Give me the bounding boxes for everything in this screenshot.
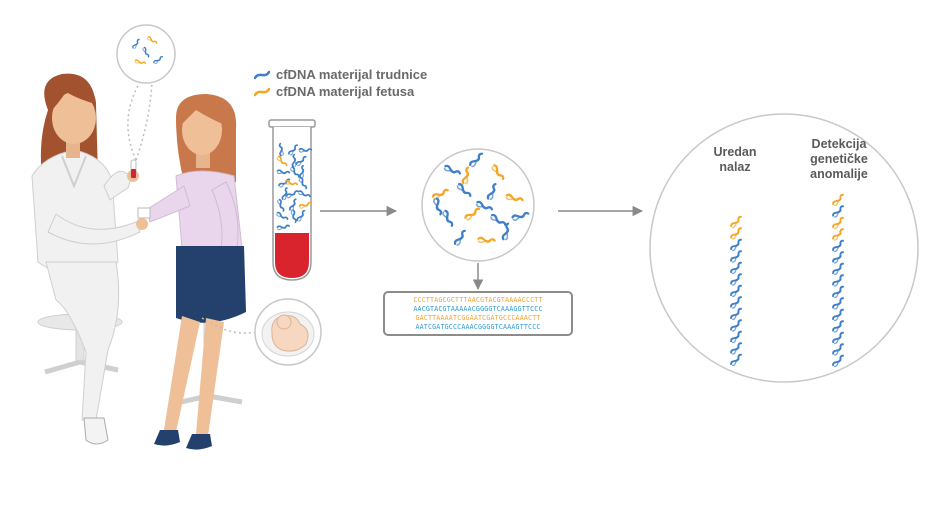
- maternal-dna-fragment: [276, 169, 291, 175]
- anomaly-result-column: [832, 193, 844, 367]
- legend-item-fetal: cfDNA materijal fetusa: [254, 83, 427, 100]
- fetus-bubble: [201, 298, 322, 366]
- maternal-dna-fragment: [832, 343, 844, 356]
- doctor-figure: [31, 73, 148, 445]
- maternal-dna-fragment: [730, 296, 742, 309]
- sequence-line-3: GACTTAAAATCGGAATCGATGCCCAAACTT: [415, 314, 541, 322]
- maternal-dna-fragment: [730, 238, 742, 251]
- normal-result-heading: Uredan nalaz: [713, 145, 757, 174]
- maternal-dna-fragment: [730, 353, 742, 366]
- maternal-dna-fragment: [442, 209, 454, 227]
- maternal-dna-fragment: [832, 285, 844, 298]
- fetal-dna-fragment: [730, 227, 742, 240]
- fetal-dna-fragment: [832, 228, 844, 241]
- fetal-dna-fragment: [832, 216, 844, 229]
- maternal-dna-fragment: [490, 213, 507, 226]
- maternal-dna-fragment: [832, 274, 844, 287]
- sequencing-readout: CCCTTAGCGCTTTAACGTACGTAAAACCCTT AACGTACG…: [383, 291, 573, 336]
- maternal-dna-fragment: [456, 183, 472, 198]
- maternal-dna-fragment: [730, 342, 742, 355]
- maternal-dna-fragment: [501, 222, 510, 241]
- test-tube: [268, 119, 316, 281]
- fetal-dna-fragment: [464, 207, 481, 221]
- maternal-dna-fragment: [290, 166, 300, 178]
- dna-fragment-orange-icon: [254, 87, 270, 96]
- normal-result-column: [730, 215, 742, 366]
- legend-label-maternal: cfDNA materijal trudnice: [276, 67, 428, 82]
- fetal-dna-fragment: [147, 36, 158, 44]
- maternal-dna-fragment: [132, 38, 140, 49]
- maternal-dna-fragment: [475, 200, 494, 211]
- maternal-dna-fragment: [832, 354, 844, 367]
- maternal-dna-fragment: [295, 155, 307, 167]
- maternal-dna-fragment: [832, 239, 844, 252]
- maternal-dna-fragment: [298, 147, 313, 153]
- maternal-dna-fragment: [453, 229, 466, 246]
- maternal-dna-fragment: [832, 251, 844, 264]
- maternal-dna-fragment: [730, 330, 742, 343]
- legend-item-maternal: cfDNA materijal trudnice: [254, 66, 427, 83]
- maternal-dna-fragment: [285, 190, 299, 199]
- maternal-dna-fragment: [832, 297, 844, 310]
- fetal-dna-fragment: [730, 215, 742, 228]
- maternal-dna-fragment: [832, 205, 844, 218]
- fetal-dna-fragment: [276, 155, 288, 167]
- cfdna-pool-circle: [421, 148, 535, 262]
- fetal-dna-fragment: [298, 201, 312, 209]
- maternal-dna-fragment: [276, 224, 291, 231]
- maternal-dna-fragment: [291, 153, 297, 168]
- maternal-dna-fragment: [153, 55, 164, 65]
- anomaly-result-heading: Detekcija genetičke anomalije: [810, 137, 868, 181]
- maternal-dna-fragment: [142, 46, 150, 58]
- maternal-dna-fragment: [832, 331, 844, 344]
- maternal-dna-fragment: [832, 320, 844, 333]
- sequence-line-1: CCCTTAGCGCTTTAACGTACGTAAAACCCTT: [413, 296, 543, 304]
- maternal-dna-fragment: [730, 307, 742, 320]
- dna-fragment-blue-icon: [254, 70, 270, 79]
- patient-figure: [137, 94, 246, 450]
- maternal-dna-fragment: [486, 182, 497, 201]
- sequence-line-2: AACGTACGTAAAAACGGGGTCAAAGGTTCCC: [413, 305, 543, 313]
- blood-dna-bubble: [116, 24, 176, 161]
- maternal-dna-fragment: [433, 197, 443, 216]
- maternal-dna-fragment: [832, 308, 844, 321]
- maternal-dna-fragment: [730, 319, 742, 332]
- legend-label-fetal: cfDNA materijal fetusa: [276, 84, 415, 99]
- fetal-dna-fragment: [505, 193, 524, 202]
- maternal-dna-fragment: [511, 211, 530, 221]
- maternal-dna-fragment: [296, 209, 306, 222]
- maternal-dna-fragment: [281, 187, 288, 201]
- maternal-dna-fragment: [278, 142, 284, 157]
- fetal-dna-fragment: [477, 236, 496, 244]
- maternal-dna-fragment: [730, 261, 742, 274]
- legend: cfDNA materijal trudnice cfDNA materijal…: [254, 66, 427, 100]
- maternal-dna-fragment: [297, 190, 311, 198]
- fetal-dna-fragment: [832, 193, 844, 206]
- maternal-dna-fragment: [299, 164, 305, 179]
- maternal-dna-fragment: [730, 250, 742, 263]
- maternal-dna-fragment: [290, 209, 297, 224]
- maternal-dna-fragment: [278, 178, 291, 188]
- maternal-dna-fragment: [289, 198, 297, 212]
- maternal-dna-fragment: [730, 284, 742, 297]
- results-circle: [649, 113, 919, 383]
- maternal-dna-fragment: [298, 177, 308, 190]
- maternal-dna-fragment: [276, 211, 289, 220]
- maternal-dna-fragment: [730, 273, 742, 286]
- maternal-dna-fragment: [443, 164, 462, 175]
- maternal-dna-fragment: [277, 198, 285, 212]
- maternal-dna-fragment: [832, 262, 844, 275]
- fetal-dna-fragment: [461, 166, 470, 185]
- fetal-dna-fragment: [491, 164, 505, 181]
- sequence-line-4: AATCGATGCCCAAACGGGGTCAAAGTTCCC: [415, 323, 541, 331]
- fetal-dna-fragment: [134, 59, 146, 65]
- maternal-dna-fragment: [469, 152, 484, 168]
- maternal-dna-fragment: [288, 144, 298, 156]
- fetal-dna-fragment: [284, 179, 298, 186]
